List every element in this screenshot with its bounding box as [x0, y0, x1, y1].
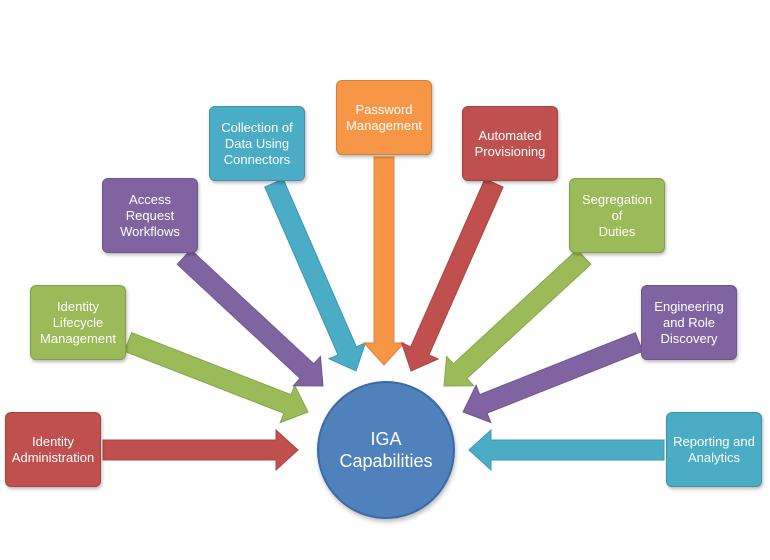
- arrow-segregation-of-duties: [443, 248, 592, 387]
- capability-box-access-request-workflows: Access Request Workflows: [102, 178, 198, 253]
- arrow-automated-provisioning: [400, 178, 504, 372]
- capability-box-engineering-and-role-discovery: Engineering and Role Discovery: [641, 285, 737, 360]
- capability-box-identity-administration: Identity Administration: [5, 412, 101, 487]
- arrow-access-request-workflows: [176, 248, 324, 387]
- arrow-password-management: [362, 156, 406, 366]
- capability-box-reporting-and-analytics: Reporting and Analytics: [666, 412, 762, 487]
- arrow-engineering-and-role-discovery: [462, 332, 644, 424]
- capability-box-automated-provisioning: Automated Provisioning: [462, 106, 558, 181]
- capability-box-collection-of-data: Collection of Data Using Connectors: [209, 106, 305, 181]
- arrow-collection-of-data: [264, 178, 367, 372]
- arrow-identity-lifecycle-management: [123, 332, 309, 424]
- capability-box-identity-lifecycle-management: Identity Lifecycle Management: [30, 285, 126, 360]
- arrow-reporting-and-analytics: [468, 428, 665, 472]
- capability-box-password-management: Password Management: [336, 80, 432, 155]
- arrow-identity-administration: [102, 428, 299, 472]
- capability-box-segregation-of-duties: Segregation of Duties: [569, 178, 665, 253]
- iga-capabilities-hub: IGA Capabilities: [317, 381, 455, 519]
